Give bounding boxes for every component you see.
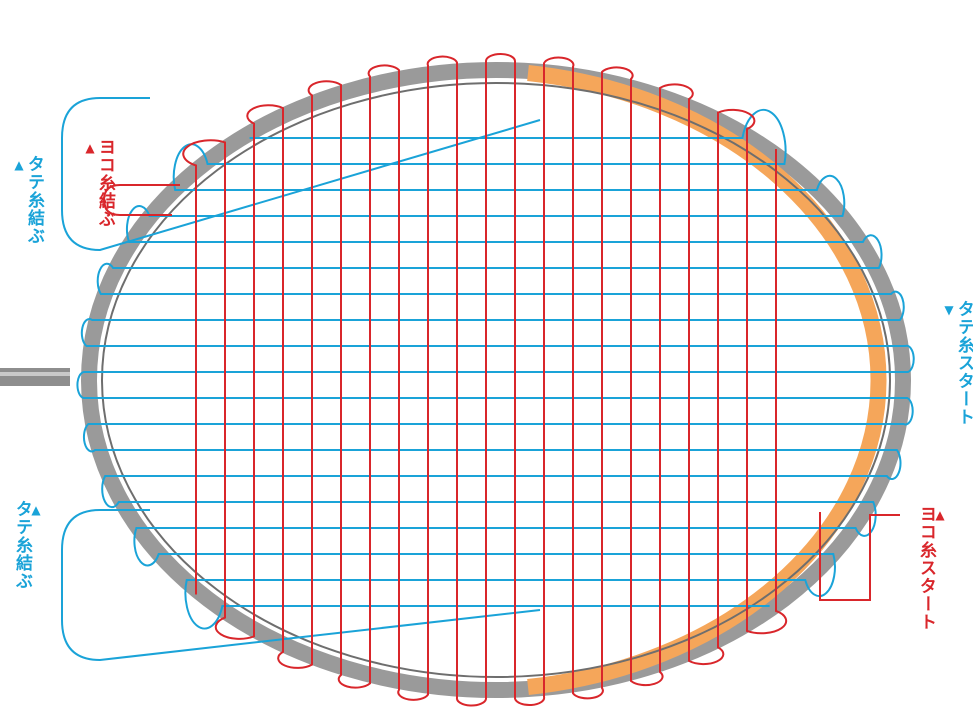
- cross-string-path: [183, 54, 786, 706]
- racket-shaft-highlight: [0, 372, 70, 376]
- main-start-text: タテ糸スタート: [954, 300, 973, 426]
- cross-tie-text: ヨコ糸結ぶ: [95, 138, 115, 228]
- cross-start-text: ヨコ糸スタート: [916, 505, 936, 631]
- racket-shaft: [0, 368, 70, 386]
- main-tie-top-text: タテ糸結ぶ: [24, 155, 44, 245]
- cross-tie-label: ヨコ糸結ぶ ▲: [84, 138, 113, 228]
- main-tie-bottom-label: ▲ タテ糸結ぶ: [13, 500, 42, 590]
- racket-frame-orange-section: [528, 73, 879, 687]
- main-tie-top-label: タテ糸結ぶ ▲: [13, 155, 42, 245]
- cross-start-label: ▲ ヨコ糸スタート: [917, 505, 946, 631]
- main-start-label: タテ糸スタート ▼: [943, 300, 972, 426]
- main-tie-bottom-text: タテ糸結ぶ: [12, 500, 32, 590]
